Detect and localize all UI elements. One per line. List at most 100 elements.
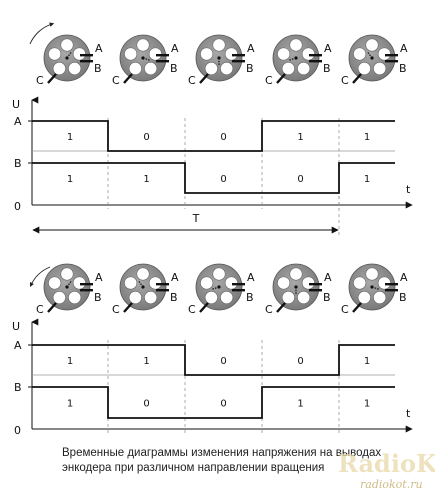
bottom-channel-a-state-label: 0 xyxy=(220,356,226,367)
contact-b-bar xyxy=(309,289,322,292)
disk-hole xyxy=(48,47,62,61)
contact-a-label: A xyxy=(324,42,332,55)
disk-hole xyxy=(52,291,66,305)
disk-hole xyxy=(357,62,371,76)
bottom-channel-a-waveform xyxy=(32,344,395,376)
disk-hole xyxy=(281,291,295,305)
contact-b-bar xyxy=(80,289,93,292)
bottom-channel-b-state-label: 1 xyxy=(364,399,370,410)
disk-wiper xyxy=(367,51,373,59)
bottom-encoder-disk-4: ABC xyxy=(265,263,332,316)
top-channel-a-state-label: 1 xyxy=(67,132,73,143)
top-channel-a-state-label: 0 xyxy=(220,132,226,143)
disk-hole xyxy=(200,276,214,290)
bottom-channel-b-waveform xyxy=(32,386,395,419)
top-level-a-label: A xyxy=(14,115,22,128)
contact-a-bar xyxy=(309,283,322,286)
contact-c-pin xyxy=(199,73,209,84)
disk-hole xyxy=(204,291,218,305)
bottom-encoder-disk-1: AB C xyxy=(36,263,103,316)
top-rotation-arrow xyxy=(29,22,55,45)
top-channel-b-state-label: 1 xyxy=(67,174,73,185)
bottom-channel-a-state-label: 1 xyxy=(67,356,73,367)
contact-b-label: B xyxy=(170,291,178,304)
contact-b-label: B xyxy=(94,291,102,304)
disk-hole xyxy=(128,62,142,76)
disk-hole xyxy=(48,276,62,290)
bottom-channel-a-state-label: 1 xyxy=(364,356,370,367)
disk-hole xyxy=(377,276,391,290)
top-encoder-disk-3: ABC xyxy=(188,34,255,87)
disk-hole xyxy=(60,38,74,52)
disk-wiper xyxy=(371,286,379,290)
contact-b-label: B xyxy=(170,62,178,75)
top-encoder-disk-4: ABC xyxy=(265,34,332,87)
top-axis-u-label: U xyxy=(12,98,20,111)
contact-b-label: B xyxy=(399,291,407,304)
bottom-channel-a-state-label: 0 xyxy=(297,356,303,367)
top-channel-b-state-label: 0 xyxy=(220,174,226,185)
top-axis-t-label: t xyxy=(406,183,411,196)
disk-hole xyxy=(200,47,214,61)
top-channel-a-state-label: 1 xyxy=(297,132,303,143)
contact-c-label: C xyxy=(36,303,44,316)
disk-hole xyxy=(72,47,86,61)
bottom-axis-t-label: t xyxy=(406,407,411,420)
bottom-channel-b-state-label: 0 xyxy=(220,399,226,410)
contact-b-bar xyxy=(80,60,93,63)
contact-c-pin xyxy=(123,73,133,84)
top-channel-a-state-label: 0 xyxy=(143,132,149,143)
bottom-origin-label: 0 xyxy=(14,424,21,437)
disk-hole xyxy=(220,291,234,305)
disk-hole xyxy=(373,62,387,76)
disk-hole xyxy=(204,62,218,76)
contact-c-label: C xyxy=(341,74,349,87)
contact-a-bar xyxy=(80,283,93,286)
disk-hole xyxy=(365,38,379,52)
disk-hole xyxy=(136,267,150,281)
contact-b-bar xyxy=(309,60,322,63)
contact-a-label: A xyxy=(400,271,408,284)
disk-hole xyxy=(353,276,367,290)
disk-hole xyxy=(128,291,142,305)
contact-b-label: B xyxy=(94,62,102,75)
contact-c-pin xyxy=(47,73,57,84)
contact-c-label: C xyxy=(341,303,349,316)
contact-c-pin xyxy=(276,302,286,313)
top-encoder-disk-2: ABC xyxy=(112,34,179,87)
contact-c-label: C xyxy=(112,74,120,87)
disk-wiper xyxy=(289,57,297,61)
contact-c-pin xyxy=(47,302,57,313)
disk-hole xyxy=(148,47,162,61)
contact-b-label: B xyxy=(323,291,331,304)
disk-hole xyxy=(377,47,391,61)
top-channel-b-state-label: 1 xyxy=(364,174,370,185)
disk-hole xyxy=(353,47,367,61)
disk-hole xyxy=(68,291,82,305)
disk-hole xyxy=(220,62,234,76)
disk-wiper xyxy=(66,51,72,59)
disk-wiper xyxy=(212,286,220,290)
top-channel-b-waveform xyxy=(32,162,395,194)
top-channel-b-state-label: 1 xyxy=(143,174,149,185)
contact-a-bar xyxy=(156,283,169,286)
disk-hole xyxy=(72,276,86,290)
disk-hole xyxy=(297,62,311,76)
disk-hole xyxy=(277,47,291,61)
contact-b-label: B xyxy=(246,62,254,75)
contact-c-pin xyxy=(352,73,362,84)
disk-hole xyxy=(289,38,303,52)
disk-wiper xyxy=(138,280,144,288)
disk-hole xyxy=(289,267,303,281)
disk-hole xyxy=(148,276,162,290)
watermark-logo: RadioKot xyxy=(338,449,435,478)
contact-c-label: C xyxy=(112,303,120,316)
contact-a-label: A xyxy=(95,271,103,284)
contact-a-label: A xyxy=(400,42,408,55)
disk-hole xyxy=(212,38,226,52)
